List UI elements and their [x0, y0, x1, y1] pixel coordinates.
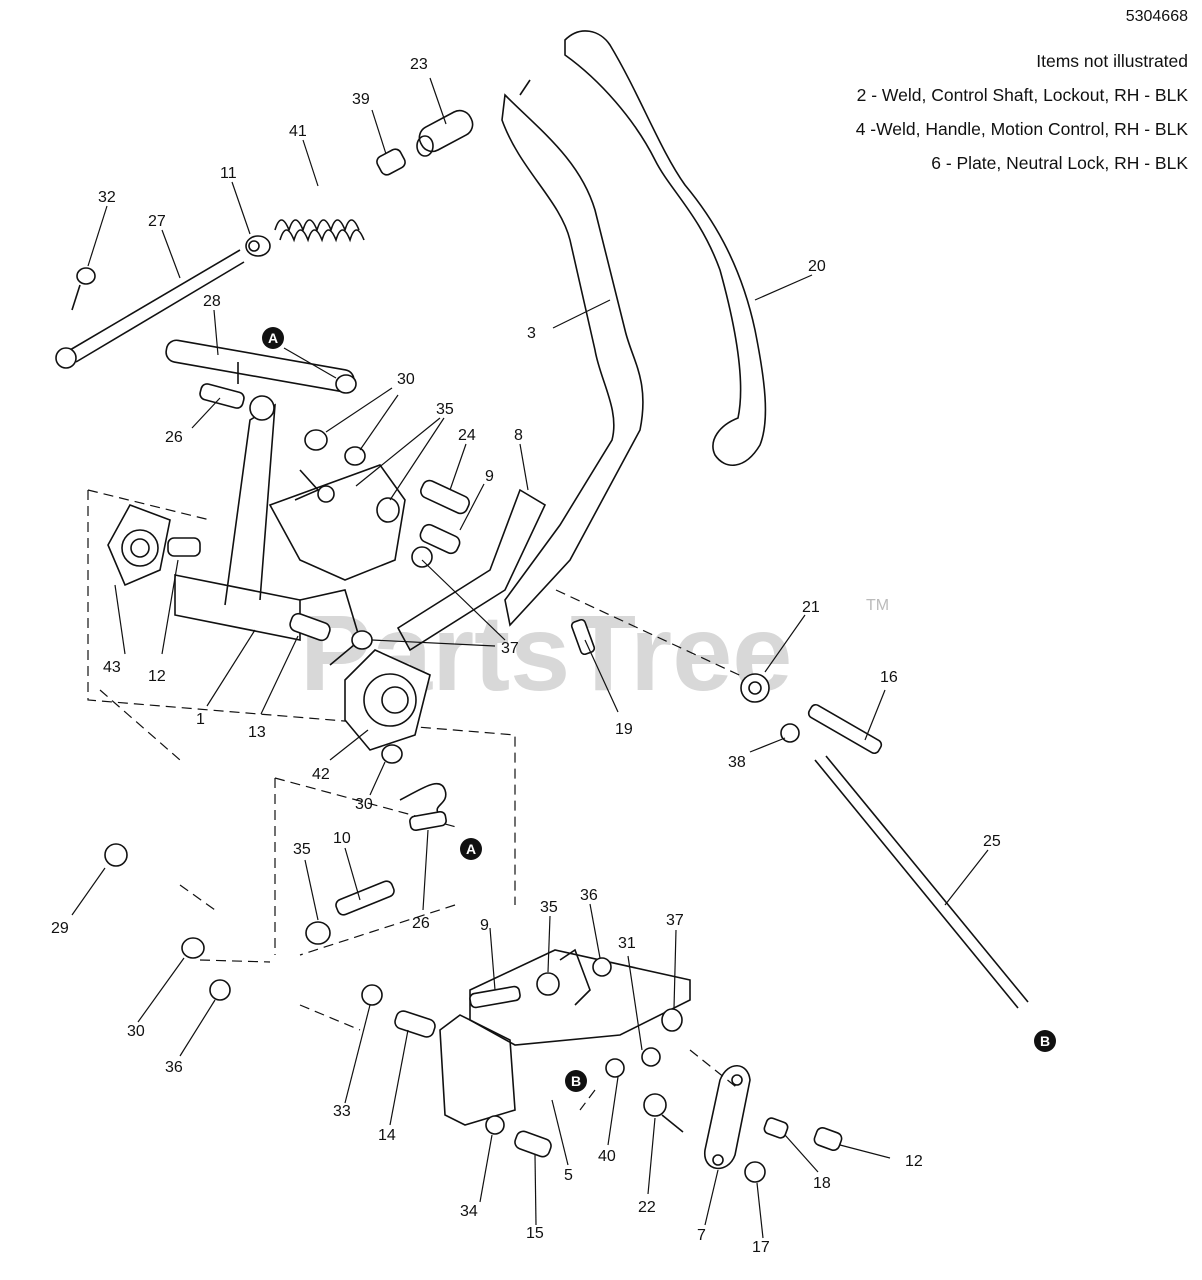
callout-42: 42 [312, 766, 330, 783]
part-rod-27 [55, 249, 245, 369]
part-bearing-42 [344, 649, 431, 751]
part-lower-plate-5 [439, 948, 691, 1126]
callout-15: 15 [526, 1225, 544, 1242]
callout-41: 41 [289, 123, 307, 140]
marker-b-label: B [1040, 1033, 1050, 1049]
doc-id: 5304668 [1125, 8, 1188, 25]
callout-33: 33 [333, 1103, 351, 1120]
callout-36: 36 [165, 1059, 183, 1076]
callout-30: 30 [355, 796, 373, 813]
callout-12: 12 [148, 668, 166, 685]
callout-9: 9 [480, 917, 489, 934]
callout-37: 37 [666, 912, 684, 929]
marker-a-label: A [268, 330, 278, 346]
callout-23: 23 [410, 56, 428, 73]
callout-36: 36 [580, 887, 598, 904]
part-plate-8 [396, 488, 547, 652]
callout-43: 43 [103, 659, 121, 676]
callout-35: 35 [293, 841, 311, 858]
callout-13: 13 [248, 724, 266, 741]
callout-1: 1 [196, 711, 205, 728]
callout-7: 7 [697, 1227, 706, 1244]
callout-40: 40 [598, 1148, 616, 1165]
callout-14: 14 [378, 1127, 396, 1144]
callout-32: 32 [98, 189, 116, 206]
part-plate-center [268, 464, 406, 581]
callout-8: 8 [514, 427, 523, 444]
callout-24: 24 [458, 427, 476, 444]
part-bolt-16 [807, 703, 883, 755]
callout-9: 9 [485, 468, 494, 485]
callout-19: 19 [615, 721, 633, 738]
part-damper-28 [165, 339, 355, 393]
callout-38: 38 [728, 754, 746, 771]
part-clip-32 [71, 267, 96, 311]
callout-25: 25 [983, 833, 1001, 850]
callout-22: 22 [638, 1199, 656, 1216]
marker-a-label: A [466, 841, 476, 857]
callout-16: 16 [880, 669, 898, 686]
part-rod-end-22 [643, 1093, 684, 1133]
part-grip-20 [564, 30, 767, 467]
note-item: 2 - Weld, Control Shaft, Lockout, RH - B… [856, 85, 1188, 105]
guide-lines [87, 489, 751, 1111]
callout-5: 5 [564, 1167, 573, 1184]
hardware-pieces [104, 374, 843, 1183]
callout-39: 39 [352, 91, 370, 108]
part-pin-23 [416, 109, 474, 157]
callout-30: 30 [397, 371, 415, 388]
callout-30: 30 [127, 1023, 145, 1040]
callout-31: 31 [618, 935, 636, 952]
callout-11: 11 [220, 165, 237, 182]
marker-b-label: B [571, 1073, 581, 1089]
callout-26: 26 [412, 915, 430, 932]
callout-10: 10 [333, 830, 351, 847]
part-handle-3 [501, 79, 644, 627]
marker-a: A [262, 327, 284, 349]
watermark-tm: TM [866, 597, 889, 614]
callout-35: 35 [436, 401, 454, 418]
callout-17: 17 [752, 1239, 770, 1256]
part-spring-41 [274, 219, 365, 243]
part-bushing-39 [376, 148, 406, 176]
callout-20: 20 [808, 258, 826, 275]
callout-34: 34 [460, 1203, 478, 1220]
callout-3: 3 [527, 325, 536, 342]
callouts: 23 39 41 11 32 27 28 30 26 35 24 8 9 3 2… [51, 56, 1001, 1256]
callout-18: 18 [813, 1175, 831, 1192]
part-link-7 [704, 1064, 751, 1170]
callout-27: 27 [148, 213, 166, 230]
callout-29: 29 [51, 920, 69, 937]
note-item: 6 - Plate, Neutral Lock, RH - BLK [931, 153, 1188, 173]
part-bracket-1 [174, 395, 361, 666]
part-washer-11 [245, 235, 271, 257]
part-cable-small [399, 783, 447, 816]
callout-35: 35 [540, 899, 558, 916]
note-item: 4 -Weld, Handle, Motion Control, RH - BL… [855, 119, 1188, 139]
part-bolt-19 [570, 618, 596, 656]
part-flange-43 [107, 504, 171, 587]
part-rod-25 [814, 755, 1029, 1009]
callout-12: 12 [905, 1153, 923, 1170]
header: 5304668 Items not illustrated 2 - Weld, … [856, 8, 1188, 180]
callout-26: 26 [165, 429, 183, 446]
callout-21: 21 [802, 599, 820, 616]
notes-heading: Items not illustrated [1036, 51, 1188, 71]
leader-lines [71, 77, 989, 1239]
callout-28: 28 [203, 293, 221, 310]
callout-37: 37 [501, 640, 519, 657]
marker-b: B [1034, 1030, 1056, 1052]
marker-b: B [565, 1070, 587, 1092]
marker-a: A [460, 838, 482, 860]
part-rod-end-21 [740, 673, 770, 703]
